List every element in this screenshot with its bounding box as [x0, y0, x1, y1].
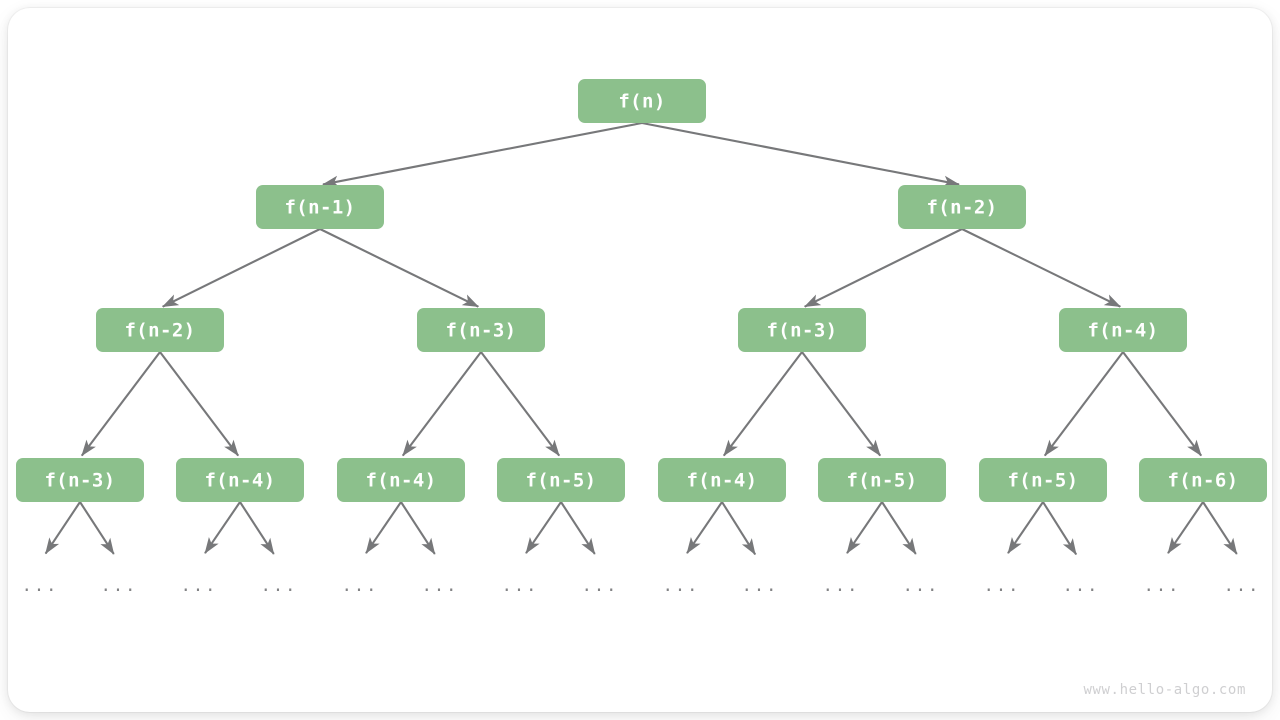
tree-node-box [818, 458, 946, 502]
tree-edge-stub [1007, 501, 1044, 554]
tree-node[interactable]: f(n) [578, 79, 706, 123]
tree-node-label: f(n-4) [365, 470, 436, 492]
ellipsis-marker: ... [742, 576, 779, 596]
ellipsis-marker: ... [101, 576, 138, 596]
tree-edge-stub [365, 501, 402, 554]
tree-node-box [738, 308, 866, 352]
tree-edge [159, 351, 240, 457]
tree-edge [961, 228, 1122, 308]
tree-edge-stub [400, 501, 436, 555]
tree-edge [641, 121, 960, 188]
tree-node[interactable]: f(n-5) [979, 458, 1107, 502]
tree-node[interactable]: f(n-5) [497, 458, 625, 502]
tree-node-box [497, 458, 625, 502]
tree-node-box [979, 458, 1107, 502]
tree-edge-stub [1202, 501, 1238, 555]
tree-node[interactable]: f(n-3) [16, 458, 144, 502]
tree-node[interactable]: f(n-2) [96, 308, 224, 352]
ellipsis-marker: ... [984, 576, 1021, 596]
tree-node[interactable]: f(n-3) [417, 308, 545, 352]
ellipsis-marker: ... [181, 576, 218, 596]
tree-node[interactable]: f(n-3) [738, 308, 866, 352]
tree-edge-stub [560, 501, 596, 555]
tree-node[interactable]: f(n-4) [658, 458, 786, 502]
tree-node-label: f(n-4) [1087, 320, 1158, 342]
tree-edge [319, 228, 480, 308]
tree-node-label: f(n-4) [686, 470, 757, 492]
tree-edge-stub [686, 501, 723, 554]
ellipsis-layer: ........................................… [22, 576, 1261, 596]
tree-node-box [417, 308, 545, 352]
ellipsis-marker: ... [502, 576, 539, 596]
tree-edge [161, 228, 321, 308]
ellipsis-marker: ... [1224, 576, 1261, 596]
tree-edge-stub [525, 501, 562, 554]
tree-node-label: f(n-5) [525, 470, 596, 492]
nodes-layer: f(n) f(n-1) f(n-2) f(n-2) f(n-3) f(n-3) f(n-4)… [16, 79, 1267, 502]
tree-node[interactable]: f(n-2) [898, 185, 1026, 229]
tree-edge [803, 228, 963, 308]
tree-node[interactable]: f(n-4) [337, 458, 465, 502]
ellipsis-marker: ... [1063, 576, 1100, 596]
tree-node-box [256, 185, 384, 229]
watermark: www.hello-algo.com [1083, 682, 1246, 698]
tree-edge-stub [204, 501, 241, 554]
tree-edge-stub [79, 501, 115, 555]
tree-edge-stub [721, 501, 757, 556]
tree-node[interactable]: f(n-4) [1059, 308, 1187, 352]
tree-edge [480, 351, 561, 457]
ellipsis-marker: ... [22, 576, 59, 596]
edges-layer [80, 121, 1203, 457]
ellipsis-marker: ... [1144, 576, 1181, 596]
tree-edge [1122, 351, 1203, 457]
tree-edge [322, 121, 643, 188]
tree-node-label: f(n-5) [1007, 470, 1078, 492]
tree-edge [401, 351, 482, 457]
tree-node-box [1139, 458, 1267, 502]
tree-edge [80, 351, 161, 457]
tree-edge-stub [44, 501, 81, 555]
tree-edge-stub [1167, 501, 1204, 554]
tree-node-box [96, 308, 224, 352]
tree-node-label: f(n-2) [926, 197, 997, 219]
ellipsis-marker: ... [823, 576, 860, 596]
tree-edge [1043, 351, 1124, 457]
ellipsis-marker: ... [582, 576, 619, 596]
tree-node-box [176, 458, 304, 502]
leaf-stub-edges-layer [44, 501, 1238, 556]
tree-node[interactable]: f(n-6) [1139, 458, 1267, 502]
ellipsis-marker: ... [422, 576, 459, 596]
ellipsis-marker: ... [663, 576, 700, 596]
tree-node[interactable]: f(n-1) [256, 185, 384, 229]
tree-node-box [898, 185, 1026, 229]
tree-node-box [658, 458, 786, 502]
tree-edge-stub [846, 501, 883, 554]
tree-node[interactable]: f(n-4) [176, 458, 304, 502]
tree-node-label: f(n-3) [445, 320, 516, 342]
tree-edge-stub [239, 501, 275, 555]
tree-edge [722, 351, 803, 457]
tree-node-label: f(n-3) [44, 470, 115, 492]
tree-node-label: f(n-6) [1167, 470, 1238, 492]
tree-node-label: f(n-3) [766, 320, 837, 342]
tree-node-label: f(n-4) [204, 470, 275, 492]
ellipsis-marker: ... [342, 576, 379, 596]
ellipsis-marker: ... [903, 576, 940, 596]
tree-node-box [337, 458, 465, 502]
tree-node-box [16, 458, 144, 502]
tree-edge-stub [1042, 501, 1078, 556]
tree-node-box [1059, 308, 1187, 352]
tree-node-label: f(n-2) [124, 320, 195, 342]
tree-node-label: f(n) [618, 91, 665, 113]
tree-node-label: f(n-1) [284, 197, 355, 219]
tree-node-box [578, 79, 706, 123]
tree-node-label: f(n-5) [846, 470, 917, 492]
tree-node[interactable]: f(n-5) [818, 458, 946, 502]
ellipsis-marker: ... [261, 576, 298, 596]
figure-card [8, 8, 1272, 712]
tree-edge-stub [881, 501, 917, 555]
tree-edge [801, 351, 882, 457]
